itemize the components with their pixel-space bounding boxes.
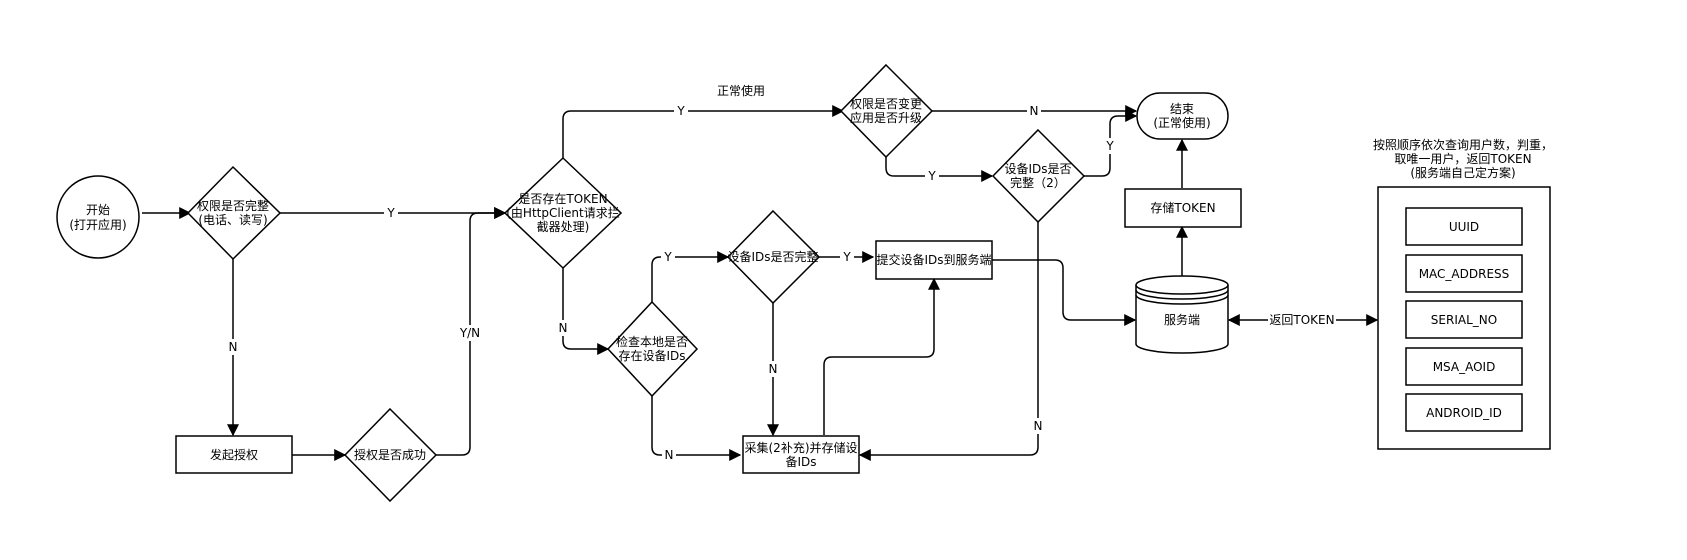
- start-label-line-1: 开始: [86, 203, 110, 217]
- server-label: 服务端: [1164, 312, 1200, 327]
- ids-complete-label: 设备IDs是否完整: [727, 249, 818, 264]
- edge-label-ids-no: N: [769, 362, 778, 376]
- request-auth-process: 发起授权: [175, 435, 293, 474]
- edge-local-no-to-collect: [651, 396, 742, 461]
- edge-token-no-to-local: [562, 268, 610, 355]
- edge-label-ids2-yes: Y: [1105, 139, 1114, 153]
- id-list-item-label: ANDROID_ID: [1426, 406, 1502, 420]
- local-ids-line-2: 存在设备IDs: [618, 349, 685, 363]
- ids-complete-2-line-1: 设备IDs是否: [1004, 162, 1071, 176]
- id-list-item-label: MAC_ADDRESS: [1419, 267, 1510, 281]
- ids-complete-2-line-2: 完整（2）: [1010, 175, 1066, 190]
- id-order-note-line-3: (服务端自己定方案): [1410, 165, 1515, 180]
- edge-ids2-no-to-collect: [858, 221, 1039, 461]
- edge-label-token-no: N: [559, 321, 568, 335]
- edge-label-auth-result: Y/N: [459, 326, 480, 340]
- token-exists-decision: 是否存在TOKEN (由HttpClient请求拦 截器处理): [503, 156, 623, 270]
- perm-changed-decision: 权限是否变更 应用是否升级: [839, 63, 934, 159]
- request-auth-label: 发起授权: [210, 447, 258, 462]
- submit-ids-label: 提交设备IDs到服务端: [876, 252, 991, 267]
- collect-ids-line-2: 备IDs: [785, 455, 816, 469]
- edge-token-yes-to-changed: [562, 105, 845, 158]
- collect-ids-line-1: 采集(2补充)并存储设: [745, 440, 858, 455]
- collect-ids-process: 采集(2补充)并存储设 备IDs: [742, 435, 860, 474]
- token-exists-line-3: 截器处理): [537, 220, 590, 234]
- edge-label-return-token: 返回TOKEN: [1269, 313, 1334, 327]
- perm-changed-line-1: 权限是否变更: [850, 96, 922, 111]
- id-list-item: SERIAL_NO: [1405, 300, 1523, 339]
- edge-labels: Y N Y/N Y 正常使用 N Y N Y N N Y Y N 返回TOKEN: [226, 83, 1336, 463]
- id-list-item: ANDROID_ID: [1405, 393, 1523, 432]
- end-line-1: 结束: [1170, 102, 1194, 116]
- id-list-item-label: SERIAL_NO: [1431, 313, 1497, 327]
- id-list-item: MSA_AOID: [1405, 347, 1523, 386]
- auth-success-decision: 授权是否成功: [343, 407, 438, 503]
- edge-label-token-yes: Y: [676, 104, 685, 118]
- start-node: 开始 (打开应用): [56, 175, 140, 259]
- edge-label-local-no: N: [665, 448, 674, 462]
- submit-ids-process: 提交设备IDs到服务端: [875, 240, 993, 280]
- perm-complete-line-2: (电话、读写): [198, 213, 267, 227]
- ids-complete-2-decision: 设备IDs是否 完整（2）: [991, 128, 1086, 224]
- device-id-list: UUID MAC_ADDRESS SERIAL_NO MSA_AOID ANDR…: [1377, 186, 1551, 450]
- edge-label-changed-no: N: [1030, 104, 1039, 118]
- perm-complete-decision: 权限是否完整 (电话、读写): [186, 165, 282, 261]
- store-token-label: 存储TOKEN: [1150, 200, 1215, 215]
- id-order-note-line-1: 按照顺序依次查询用户数，判重，: [1373, 137, 1553, 152]
- edge-label-ids-yes: Y: [842, 250, 851, 264]
- edge-label-changed-yes: Y: [927, 169, 936, 183]
- edge-changed-yes-to-ids2: [885, 156, 994, 182]
- edge-label-ids2-no: N: [1034, 419, 1043, 433]
- edge-label-perm-no: N: [229, 340, 238, 354]
- edge-label-perm-yes: Y: [386, 206, 395, 220]
- local-ids-line-1: 检查本地是否: [616, 334, 688, 349]
- perm-complete-line-1: 权限是否完整: [197, 198, 269, 213]
- auth-success-label: 授权是否成功: [354, 447, 426, 462]
- edge-submit-to-server: [992, 259, 1137, 326]
- end-line-2: (正常使用): [1153, 115, 1210, 130]
- end-terminal: 结束 (正常使用): [1136, 92, 1229, 140]
- id-order-note: 按照顺序依次查询用户数，判重， 取唯一用户，返回TOKEN (服务端自己定方案): [1373, 137, 1553, 180]
- start-label-line-2: (打开应用): [69, 217, 126, 232]
- ids-complete-decision: 设备IDs是否完整: [726, 209, 821, 305]
- local-ids-decision: 检查本地是否 存在设备IDs: [606, 300, 699, 398]
- id-list-item: UUID: [1405, 207, 1523, 246]
- id-list-item: MAC_ADDRESS: [1405, 254, 1523, 293]
- id-order-note-line-2: 取唯一用户，返回TOKEN: [1394, 151, 1531, 166]
- id-list-item-label: UUID: [1449, 220, 1479, 234]
- perm-changed-line-2: 应用是否升级: [850, 110, 922, 125]
- token-exists-line-2: (由HttpClient请求拦: [506, 206, 619, 220]
- token-exists-line-1: 是否存在TOKEN: [518, 192, 607, 206]
- edge-label-token-yes-note: 正常使用: [717, 83, 765, 98]
- edge-label-local-yes: Y: [663, 250, 672, 264]
- id-list-item-label: MSA_AOID: [1433, 360, 1496, 374]
- store-token-process: 存储TOKEN: [1124, 188, 1242, 228]
- server-database: 服务端: [1135, 275, 1229, 354]
- edge-local-yes-to-ids: [651, 251, 730, 302]
- nodes: 开始 (打开应用) 权限是否完整 (电话、读写) 发起授权 授权是否成功 是否存…: [56, 63, 1553, 503]
- edge-collect-to-submit: [823, 277, 940, 435]
